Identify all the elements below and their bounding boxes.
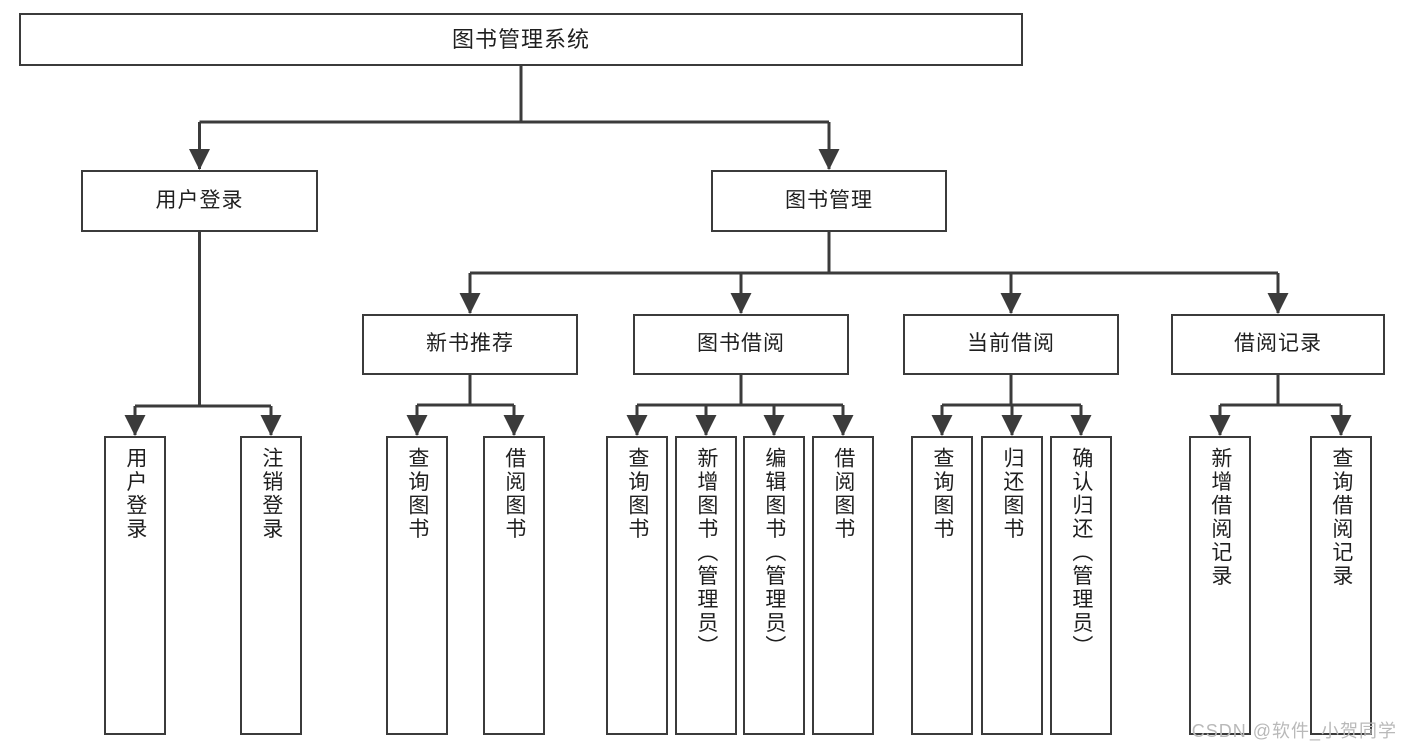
node-label: 编辑图书（管理员） (762, 447, 786, 659)
node-leaf-user-login[interactable]: 用户登录 (104, 436, 166, 735)
node-label: 注销登录 (259, 447, 283, 541)
node-label: 图书管理系统 (451, 26, 590, 52)
watermark: CSDN @软件_小贺同学 (1191, 721, 1397, 741)
node-label: 归还图书 (1000, 447, 1024, 541)
node-root[interactable]: 图书管理系统 (19, 13, 1023, 66)
node-leaf-query-record[interactable]: 查询借阅记录 (1310, 436, 1372, 735)
node-label: 查询借阅记录 (1329, 447, 1353, 588)
node-leaf-borrow-book-rec[interactable]: 借阅图书 (483, 436, 545, 735)
node-leaf-add-record[interactable]: 新增借阅记录 (1189, 436, 1251, 735)
node-leaf-query-book-borrow[interactable]: 查询图书 (606, 436, 668, 735)
node-label: 借阅记录 (1234, 332, 1322, 356)
node-leaf-query-book-current[interactable]: 查询图书 (911, 436, 973, 735)
node-leaf-add-book[interactable]: 新增图书（管理员） (675, 436, 737, 735)
node-leaf-user-logout[interactable]: 注销登录 (240, 436, 302, 735)
node-label: 图书管理 (785, 188, 873, 212)
node-label: 新增借阅记录 (1208, 447, 1232, 588)
node-leaf-query-book-rec[interactable]: 查询图书 (386, 436, 448, 735)
node-label: 新书推荐 (426, 332, 514, 356)
node-label: 新增图书（管理员） (694, 447, 718, 659)
node-current-borrow[interactable]: 当前借阅 (903, 314, 1119, 375)
node-label: 查询图书 (625, 447, 649, 541)
node-user-login[interactable]: 用户登录 (81, 170, 318, 232)
node-book-borrow[interactable]: 图书借阅 (633, 314, 849, 375)
node-leaf-edit-book[interactable]: 编辑图书（管理员） (743, 436, 805, 735)
node-leaf-borrow-book[interactable]: 借阅图书 (812, 436, 874, 735)
node-label: 借阅图书 (502, 447, 526, 541)
node-label: 借阅图书 (831, 447, 855, 541)
node-label: 用户登录 (155, 188, 244, 212)
node-label: 当前借阅 (967, 332, 1055, 356)
node-leaf-return-book[interactable]: 归还图书 (981, 436, 1043, 735)
node-label: 确认归还（管理员） (1069, 447, 1093, 659)
node-label: 图书借阅 (697, 332, 785, 356)
node-leaf-confirm-return[interactable]: 确认归还（管理员） (1050, 436, 1112, 735)
node-book-manage[interactable]: 图书管理 (711, 170, 947, 232)
node-label: 用户登录 (123, 447, 147, 541)
node-new-book-rec[interactable]: 新书推荐 (362, 314, 578, 375)
node-label: 查询图书 (405, 447, 429, 541)
node-borrow-record[interactable]: 借阅记录 (1171, 314, 1385, 375)
node-label: 查询图书 (930, 447, 954, 541)
